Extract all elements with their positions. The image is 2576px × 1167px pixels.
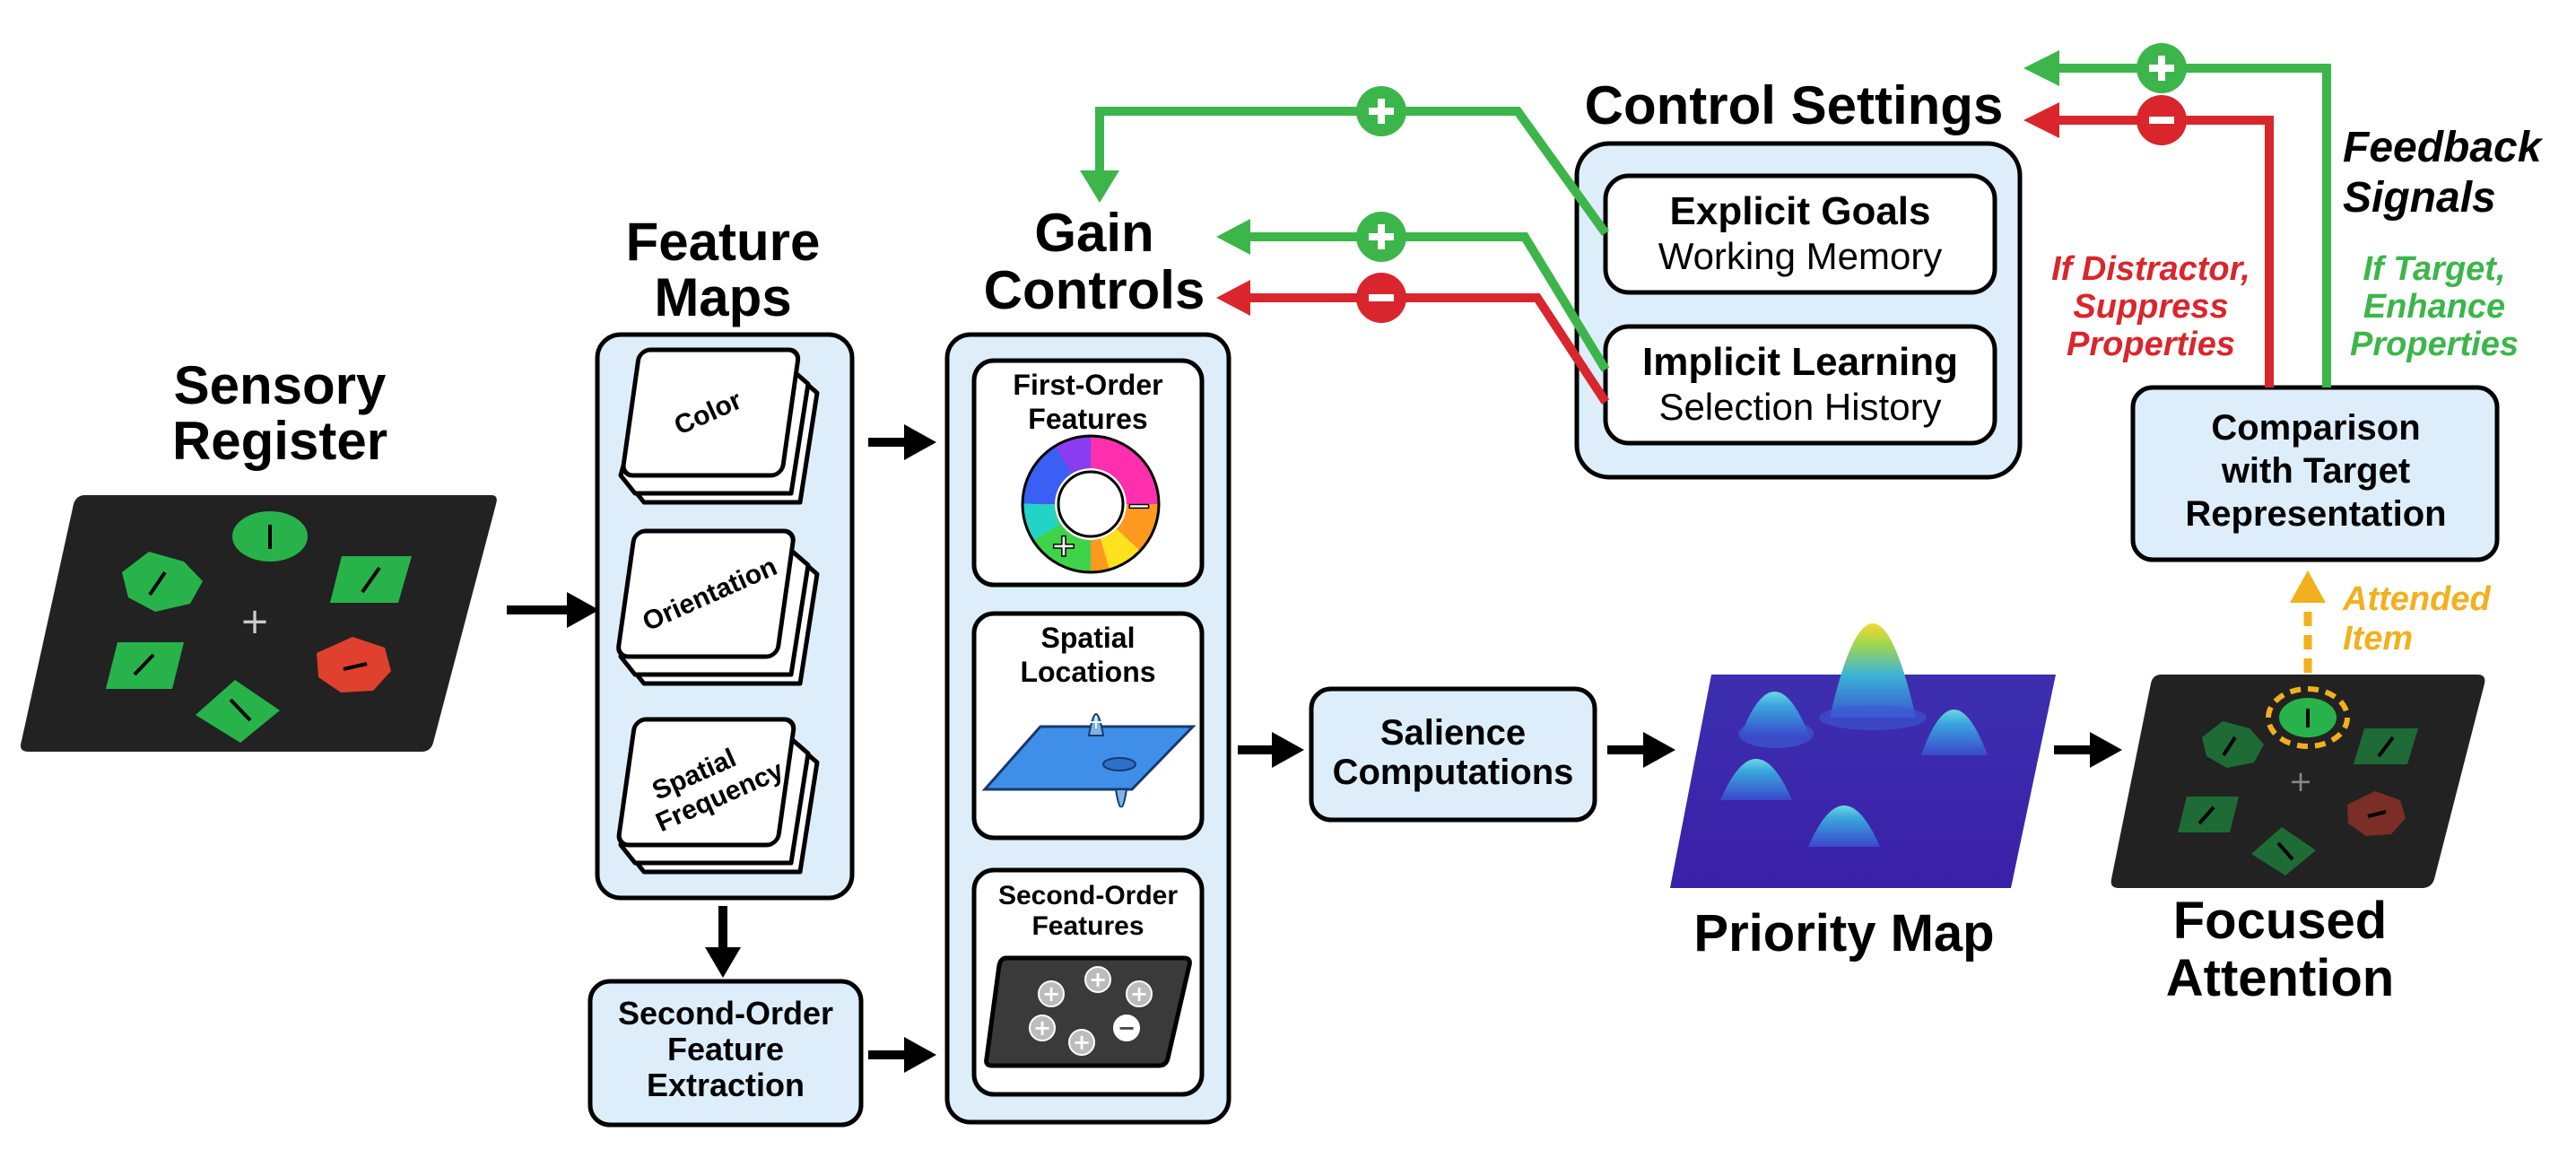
salience-computations-box [1309, 686, 1597, 823]
sensory-register-title-2: Register [172, 411, 387, 471]
svg-text:+: + [1088, 711, 1104, 734]
arrow-gain-to-salience [1238, 732, 1304, 768]
explicit-goals-to-feature-maps-line [1080, 86, 1610, 236]
spatial-frequency-map-stack: Spatial Frequency [616, 717, 820, 875]
svg-text:−: − [1127, 488, 1153, 524]
focused-attention-title-2: Attention [2166, 949, 2395, 1007]
target-label-3: Properties [2350, 326, 2519, 363]
sensory-register-title-1: Sensory [174, 355, 387, 415]
svg-text:−: − [1118, 1015, 1136, 1041]
color-wheel-icon: − + [1021, 434, 1161, 574]
first-order-features-label-1: First-Order [1013, 369, 1162, 401]
svg-text:+: + [1050, 527, 1077, 564]
first-order-features-label-2: Features [1028, 403, 1147, 435]
second-order-features-label-1: Second-Order [998, 881, 1178, 910]
fixation-cross-icon: + [239, 601, 270, 642]
second-order-extraction-line-3: Extraction [647, 1067, 805, 1103]
second-order-extraction-line-1: Second-Order [618, 995, 833, 1032]
focused-attention-display: + [2110, 675, 2485, 888]
arrow-to-second-order-extraction [705, 906, 741, 978]
suppress-feedback-line [2023, 95, 2274, 388]
gain-controls-title-2: Controls [984, 260, 1205, 320]
arrow-priority-to-focused-attention [2054, 732, 2122, 768]
explicit-goals-title: Explicit Goals [1670, 189, 1931, 233]
attended-item-arrow [2290, 570, 2326, 673]
salience-line-2: Computations [1333, 753, 1574, 792]
attended-item-label-1: Attended [2342, 580, 2491, 618]
attended-item-highlight [2266, 686, 2350, 749]
green-hexagon [122, 552, 203, 612]
gain-controls-title-1: Gain [1034, 203, 1153, 263]
comparison-box [2130, 385, 2500, 562]
arrow-feature-maps-to-gain-controls [868, 424, 936, 460]
implicit-learning-subtitle: Selection History [1658, 386, 1941, 428]
spatial-locations-label-2: Locations [1020, 656, 1155, 688]
arrow-salience-to-priority-map [1607, 732, 1675, 768]
orientation-map-stack: Orientation [616, 528, 820, 686]
explicit-goals-subtitle: Working Memory [1658, 235, 1943, 277]
implicit-learning-title: Implicit Learning [1642, 340, 1958, 384]
comparison-line-1: Comparison [2211, 408, 2420, 448]
enhance-feedback-line [2023, 43, 2331, 388]
distractor-label-1: If Distractor, [2051, 250, 2250, 288]
second-order-display-icon: + + + + + − [984, 955, 1192, 1068]
sensory-register-display: + [21, 495, 497, 752]
second-order-extraction-line-2: Feature [667, 1031, 784, 1067]
explicit-goals-card [1603, 173, 1997, 295]
feedback-signals-title-1: Feedback [2343, 124, 2544, 171]
priority-map-surface [1670, 623, 2056, 888]
distractor-label-2: Suppress [2073, 288, 2228, 326]
implicit-suppress-line [1216, 273, 1610, 405]
second-order-extraction-box [587, 979, 864, 1128]
feedback-signals-title-2: Signals [2343, 174, 2496, 222]
svg-text:+: + [1033, 1015, 1051, 1041]
arrow-extraction-to-gain-controls [868, 1037, 936, 1073]
implicit-enhance-line [1216, 212, 1610, 372]
svg-text:+: + [1130, 981, 1148, 1006]
comparison-line-3: Representation [2185, 494, 2446, 534]
spatial-locations-label-1: Spatial [1041, 622, 1136, 654]
spatial-plane-icon: + − [981, 711, 1197, 820]
svg-text:+: + [1042, 981, 1060, 1006]
second-order-features-label-2: Features [1031, 911, 1144, 941]
fixation-cross-icon: + [2289, 764, 2313, 798]
arrow-to-feature-maps [507, 592, 599, 628]
svg-text:−: − [1113, 797, 1129, 820]
attended-item-label-2: Item [2343, 620, 2413, 658]
red-hexagon [317, 637, 391, 692]
implicit-learning-card [1603, 324, 1997, 446]
priority-map-title: Priority Map [1693, 904, 1994, 962]
feature-maps-title-2: Maps [654, 267, 791, 327]
salience-line-1: Salience [1380, 713, 1526, 753]
comparison-line-2: with Target [2221, 451, 2410, 491]
distractor-label-3: Properties [2067, 326, 2235, 363]
feature-maps-title-1: Feature [626, 212, 821, 272]
svg-text:+: + [1073, 1030, 1091, 1055]
control-settings-title: Control Settings [1585, 75, 2004, 135]
color-map-stack: Color [618, 347, 820, 505]
target-label-1: If Target, [2363, 250, 2505, 288]
svg-text:+: + [1089, 967, 1107, 992]
target-label-2: Enhance [2363, 288, 2505, 326]
focused-attention-title-1: Focused [2173, 892, 2388, 950]
green-diamond [196, 680, 280, 743]
